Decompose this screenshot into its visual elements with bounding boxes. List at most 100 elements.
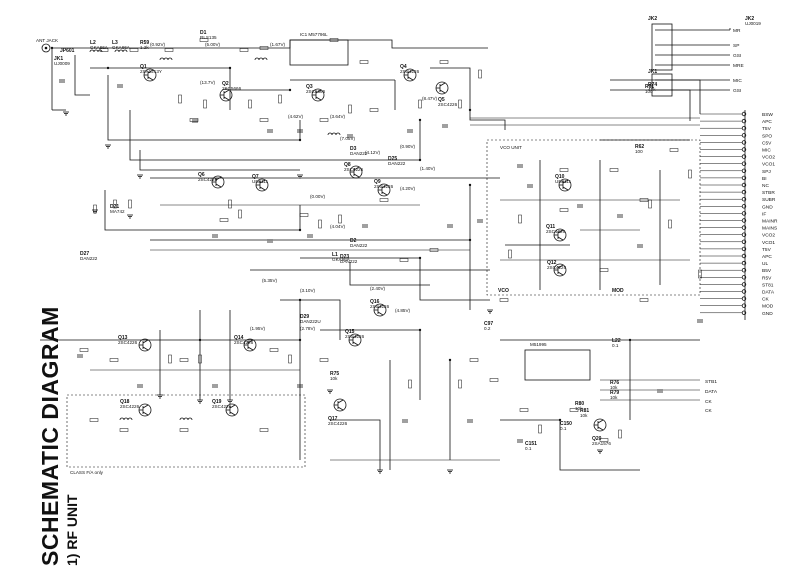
connector-pin-label: NC bbox=[762, 183, 769, 189]
ground-symbol bbox=[63, 111, 69, 116]
component-part: 10k bbox=[610, 385, 618, 390]
jack-ref: JK2 bbox=[648, 16, 657, 22]
connector-pin-label: MAINS bbox=[762, 226, 777, 232]
capacitor-symbol bbox=[267, 129, 273, 133]
ground-symbol bbox=[297, 174, 303, 179]
ic2-box bbox=[524, 349, 591, 381]
component-part: 47k bbox=[648, 87, 656, 92]
page-title: SCHEMATIC DIAGRAM bbox=[36, 306, 63, 566]
resistor-symbol bbox=[559, 168, 569, 172]
component-part: 2SC4226 bbox=[120, 404, 140, 409]
capacitor-symbol bbox=[212, 234, 218, 238]
component-ref: Q14 bbox=[234, 335, 244, 341]
jack-jk1-icon bbox=[651, 73, 673, 97]
component-ref: JK1 bbox=[54, 56, 63, 62]
voltage-label: (7.05V) bbox=[340, 136, 356, 141]
resistor-symbol bbox=[668, 219, 672, 229]
voltage-label: (2.78V) bbox=[300, 326, 316, 331]
component-part: DAN222 bbox=[388, 161, 406, 166]
component-part: 100 bbox=[645, 89, 653, 94]
component-ref: L22 bbox=[612, 338, 621, 344]
transistor-symbol bbox=[243, 338, 257, 352]
transistor-symbol bbox=[138, 403, 152, 417]
resistor-symbol bbox=[698, 269, 702, 279]
voltage-label: (0.90V) bbox=[400, 144, 416, 149]
component-ref: R62 bbox=[635, 144, 644, 150]
resistor-symbol bbox=[203, 99, 207, 109]
component-ref: R75 bbox=[330, 371, 339, 377]
resistor-symbol bbox=[119, 428, 129, 432]
connector-pin-label: SUBR bbox=[762, 197, 776, 203]
resistor-symbol bbox=[599, 268, 609, 272]
wiring bbox=[40, 28, 746, 471]
connector-pin bbox=[741, 253, 747, 259]
capacitor-symbol bbox=[577, 204, 583, 208]
resistor-symbol bbox=[89, 418, 99, 422]
capacitor-symbol bbox=[517, 164, 523, 168]
resistor-symbol bbox=[348, 104, 352, 114]
component-ref: D25 bbox=[388, 156, 397, 162]
resistor-symbol bbox=[113, 199, 117, 209]
junction-dot bbox=[298, 298, 302, 302]
resistor-symbol bbox=[168, 354, 172, 364]
component-ref: Q8 bbox=[344, 162, 351, 168]
resistor-symbol bbox=[418, 99, 422, 109]
components-layer bbox=[41, 23, 747, 474]
mod-label: MOD bbox=[612, 288, 624, 294]
voltage-label: (5.35V) bbox=[262, 278, 278, 283]
transistor-symbol bbox=[553, 263, 567, 277]
connector-pin bbox=[741, 125, 747, 131]
junction-dot bbox=[418, 328, 422, 332]
component-ref: C150 bbox=[560, 421, 572, 427]
inductor-symbol bbox=[179, 417, 193, 421]
component-ref: JP601 bbox=[60, 48, 75, 54]
voltage-label: (4.62V) bbox=[288, 114, 304, 119]
ground-symbol bbox=[92, 209, 98, 214]
inductor-symbol bbox=[327, 132, 341, 136]
capacitor-symbol bbox=[477, 219, 483, 223]
connector-pin-label: ST81 bbox=[762, 282, 774, 288]
connector-pin-label: DATA bbox=[762, 290, 775, 296]
ic1-box bbox=[289, 39, 349, 66]
connector-pin bbox=[741, 133, 747, 138]
connector-pin-label: MOD bbox=[762, 304, 774, 310]
capacitor-symbol bbox=[297, 384, 303, 388]
transistor-symbol bbox=[403, 68, 417, 82]
component-ref: JK2 bbox=[745, 16, 754, 22]
capacitor-symbol bbox=[362, 224, 368, 228]
ground-symbol bbox=[447, 469, 453, 474]
junction-dot bbox=[448, 358, 452, 362]
resistor-symbol bbox=[199, 38, 209, 42]
resistor-symbol bbox=[639, 298, 649, 302]
connector-pin-label: BI bbox=[762, 176, 767, 182]
resistor-symbol bbox=[338, 214, 342, 224]
component-part: 2SC4226 bbox=[198, 177, 218, 182]
component-part: UN6111 bbox=[555, 179, 572, 184]
voltage-label: (3.64V) bbox=[330, 114, 346, 119]
transistor-symbol bbox=[138, 338, 152, 352]
component-ref: D27 bbox=[80, 251, 89, 257]
component-part: 2SC4226 bbox=[345, 334, 365, 339]
junction-dot bbox=[106, 66, 110, 70]
inductor-symbol bbox=[119, 417, 133, 421]
resistor-symbol bbox=[559, 208, 569, 212]
connector-pin bbox=[741, 175, 747, 181]
voltage-label: (1.95V) bbox=[250, 326, 266, 331]
capacitor-symbol bbox=[267, 239, 273, 243]
connector-pin-label: BSW bbox=[762, 112, 773, 118]
component-ref: R59 bbox=[140, 40, 149, 46]
voltage-label: (4.20V) bbox=[400, 186, 416, 191]
connector-pin bbox=[741, 303, 747, 308]
connector-pin-label: VCO2 bbox=[762, 233, 775, 239]
component-part: 2SC4226 bbox=[547, 265, 567, 270]
component-part: 2SC5666 bbox=[306, 89, 326, 94]
resistor-symbol bbox=[429, 248, 439, 252]
transistor-symbol bbox=[219, 88, 233, 102]
capacitor-symbol bbox=[77, 354, 83, 358]
component-ref: R61 bbox=[645, 84, 654, 90]
component-ref: Q18 bbox=[120, 399, 130, 405]
component-part: GKA66A bbox=[112, 45, 131, 50]
junction-dot bbox=[298, 138, 302, 142]
component-part: 2SC5666 bbox=[222, 86, 242, 91]
